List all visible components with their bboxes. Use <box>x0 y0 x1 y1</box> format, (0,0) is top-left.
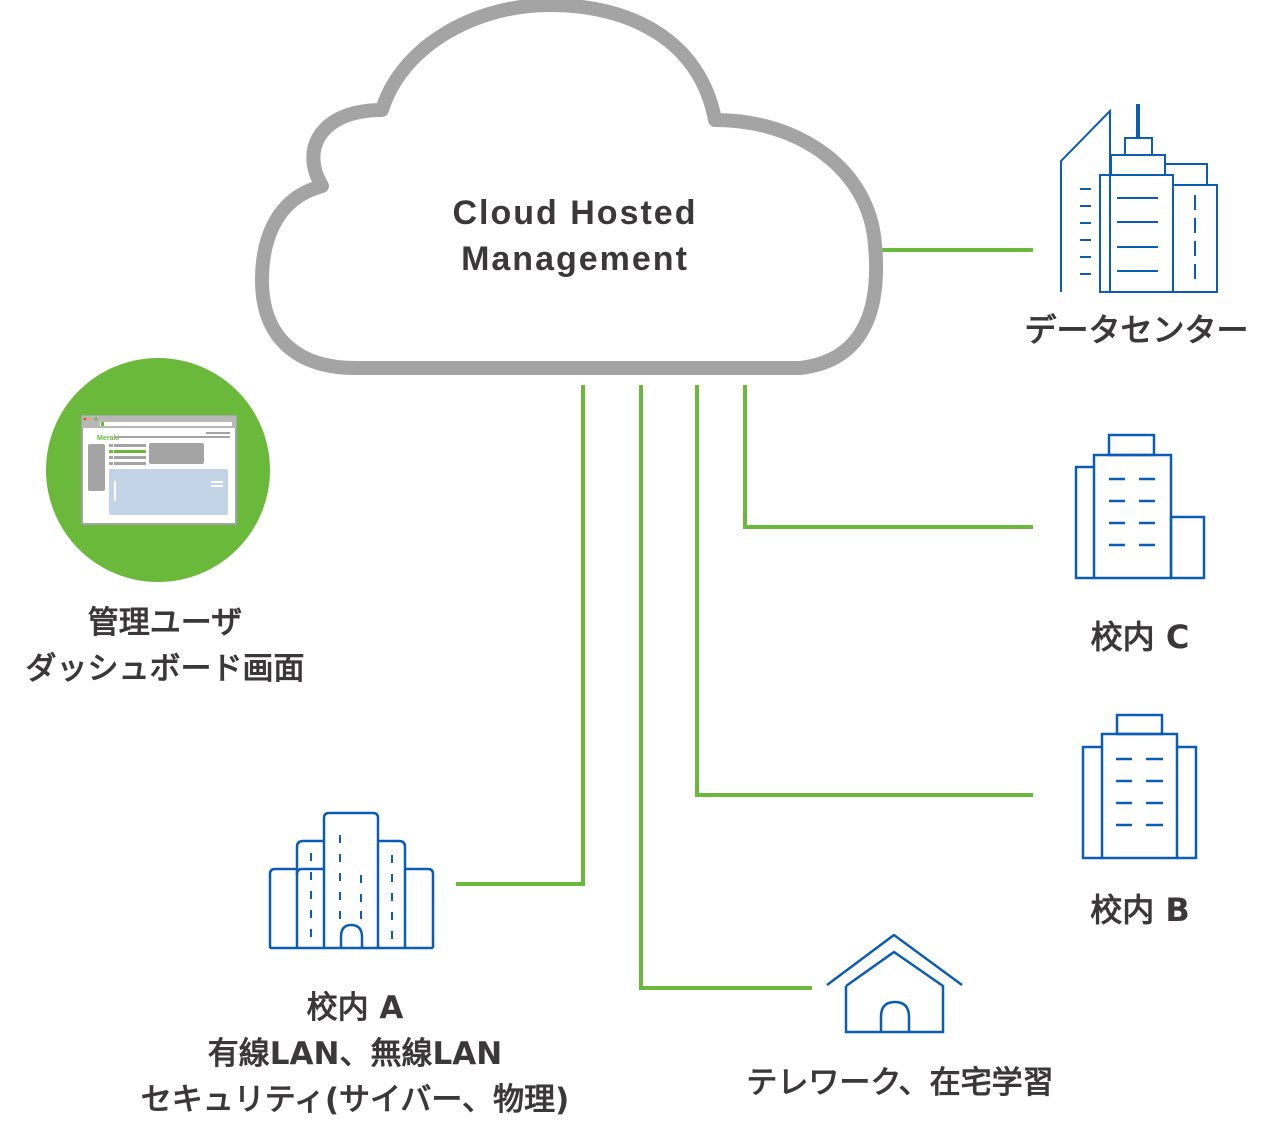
dashboard-label-line1: 管理ユーザ <box>87 605 243 641</box>
cloud-title-line2: Management <box>461 240 689 278</box>
campus-a-label-line1: 校内 A <box>306 990 404 1026</box>
dashboard-screen-icon: Meraki <box>46 358 270 582</box>
office-building-icon-campus-c <box>1074 433 1206 580</box>
office-building-icon-campus-b <box>1081 713 1198 860</box>
datacenter-buildings-icon <box>1060 104 1218 293</box>
campus-a-label-line3: セキュリティ(サイバー、物理) <box>140 1082 570 1118</box>
campus-a-label-line2: 有線LAN、無線LAN <box>207 1036 503 1072</box>
connector-campus-b <box>695 385 1033 797</box>
telework-label: テレワーク、在宅学習 <box>746 1065 1054 1101</box>
cloud-title: Cloud Hosted Management <box>380 190 770 282</box>
cloud-icon <box>255 0 884 375</box>
school-building-icon <box>268 811 435 950</box>
campus-c-label: 校内 C <box>1090 618 1190 656</box>
connectors <box>456 248 1033 990</box>
house-icon <box>826 933 963 1034</box>
connector-campus-c <box>743 385 1033 529</box>
connector-campus-a <box>456 385 585 886</box>
connector-telework <box>639 385 812 990</box>
dashboard-brand: Meraki <box>97 435 119 442</box>
campus-a-label: 校内 A 有線LAN、無線LAN セキュリティ(サイバー、物理) <box>95 985 615 1123</box>
cloud-title-line1: Cloud Hosted <box>452 194 698 232</box>
datacenter-label: データセンター <box>1024 311 1249 349</box>
dashboard-label: 管理ユーザ ダッシュボード画面 <box>0 600 330 692</box>
dashboard-label-line2: ダッシュボード画面 <box>25 651 305 687</box>
campus-b-label: 校内 B <box>1090 891 1190 929</box>
